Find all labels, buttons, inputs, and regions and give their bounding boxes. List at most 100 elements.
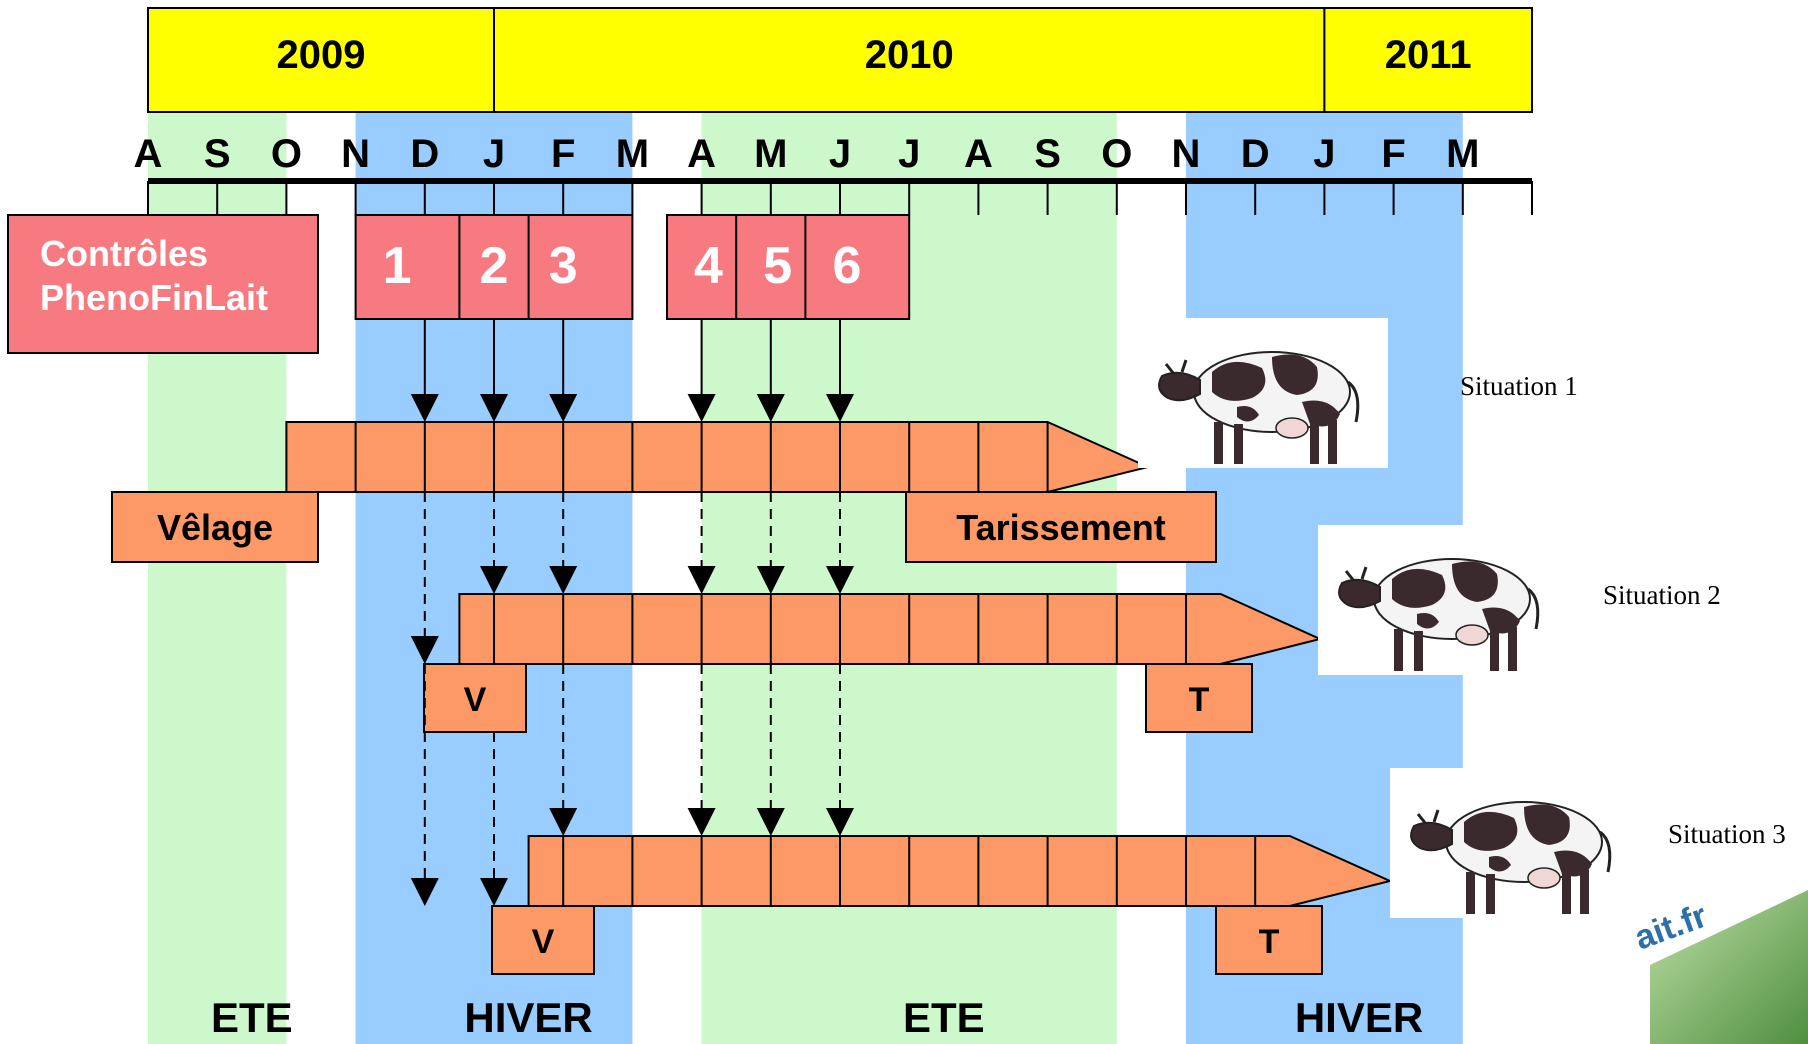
month-tick-label: F (1381, 132, 1405, 176)
season-label-ete: ETE (903, 994, 985, 1041)
lactation-bar (285, 421, 1152, 493)
month-tick-label: J (829, 132, 851, 176)
control-arrow-5 (756, 492, 785, 594)
year-label-2011: 2011 (1385, 33, 1472, 77)
control-group-box-2 (666, 214, 911, 320)
cow-image (1390, 768, 1640, 918)
arrow-head (756, 566, 785, 594)
missed-control-arrow-1 (410, 664, 439, 906)
cow-image (1318, 525, 1568, 675)
control-number-1: 1 (383, 237, 412, 295)
arrow-head (549, 394, 578, 422)
year-cell-2010 (493, 7, 1326, 113)
arrow-head (826, 566, 854, 594)
lactation-bar (458, 593, 1324, 665)
arrow-head (756, 808, 785, 836)
control-arrow-2 (480, 492, 508, 594)
month-tick-label: O (1101, 132, 1132, 176)
month-tick-label: D (1241, 132, 1270, 176)
missed-control-arrow-2 (480, 732, 508, 906)
control-arrow-4 (687, 492, 716, 594)
situation-1: Vêlage Tarissement Situation 1 (111, 318, 1578, 563)
drying-label: T (1189, 681, 1210, 719)
calving-box (423, 663, 527, 733)
situation-label: Situation 2 (1603, 580, 1721, 610)
month-tick-label: J (483, 132, 505, 176)
drying-label: Tarissement (956, 507, 1165, 548)
control-arrow-1 (410, 319, 439, 422)
drying-box (1145, 663, 1253, 733)
control-number-2: 2 (480, 237, 509, 295)
month-tick-label: M (754, 132, 787, 176)
month-tick-label: N (1172, 132, 1201, 176)
control-arrow-6 (826, 319, 854, 422)
arrow-head (549, 566, 578, 594)
year-cell-2009 (147, 7, 495, 113)
control-arrow-4 (687, 664, 716, 836)
calving-label: V (532, 923, 555, 961)
control-arrow-5 (756, 664, 785, 836)
control-number-3: 3 (549, 237, 578, 295)
month-tick-label: A (964, 132, 993, 176)
arrow-head (410, 878, 439, 906)
lactation-bar (527, 835, 1394, 907)
control-arrow-3 (549, 664, 578, 836)
arrow-head (687, 394, 716, 422)
month-tick-label: M (1446, 132, 1479, 176)
control-arrow-3 (549, 319, 578, 422)
watermark: ait.fr (1630, 890, 1808, 1044)
control-arrow-3 (549, 492, 578, 594)
season-label-ete: ETE (211, 994, 293, 1041)
controls-title-rect (7, 214, 319, 354)
situation-label: Situation 1 (1460, 371, 1578, 401)
control-arrow-6 (826, 664, 854, 836)
control-arrow-2 (480, 319, 508, 422)
month-tick-label: O (271, 132, 302, 176)
controls-title-line2: PhenoFinLait (40, 277, 268, 318)
arrow-head (687, 808, 716, 836)
season-label-hiver: HIVER (464, 994, 592, 1041)
year-cell-2011 (1323, 7, 1534, 113)
arrow-head (480, 566, 508, 594)
month-tick-label: F (551, 132, 575, 176)
arrow-head (480, 394, 508, 422)
year-label-2009: 2009 (277, 33, 366, 77)
arrow-head (549, 808, 578, 836)
season-label-hiver: HIVER (1295, 994, 1423, 1041)
month-tick-label: M (616, 132, 649, 176)
cow-image (1138, 318, 1388, 468)
arrow-head (410, 636, 439, 664)
month-tick-label: N (341, 132, 370, 176)
arrow-head (480, 878, 508, 906)
year-label-2010: 2010 (865, 33, 954, 77)
year-header: 2009 2010 2011 (147, 7, 1534, 113)
arrow-head (410, 394, 439, 422)
arrow-head (687, 566, 716, 594)
month-tick-label: D (410, 132, 439, 176)
drying-box (905, 491, 1217, 563)
situations-group: Vêlage Tarissement Situation 1 V T Situation … (111, 318, 1786, 975)
arrow-head (826, 394, 854, 422)
calving-box (491, 905, 595, 975)
drying-box (1215, 905, 1323, 975)
control-arrow-6 (826, 492, 854, 594)
month-tick-label: S (1034, 132, 1061, 176)
calving-label: Vêlage (157, 507, 273, 548)
control-arrow-4 (687, 319, 716, 422)
arrow-head (826, 808, 854, 836)
control-number-5: 5 (763, 237, 792, 295)
month-tick-label: J (898, 132, 920, 176)
month-tick-label: A (134, 132, 163, 176)
month-tick-label: A (687, 132, 716, 176)
calving-box (111, 491, 319, 563)
arrow-head (756, 394, 785, 422)
drying-label: T (1259, 923, 1280, 961)
situation-2: V T Situation 2 (423, 525, 1721, 733)
control-number-6: 6 (832, 237, 861, 295)
calving-label: V (464, 681, 487, 719)
